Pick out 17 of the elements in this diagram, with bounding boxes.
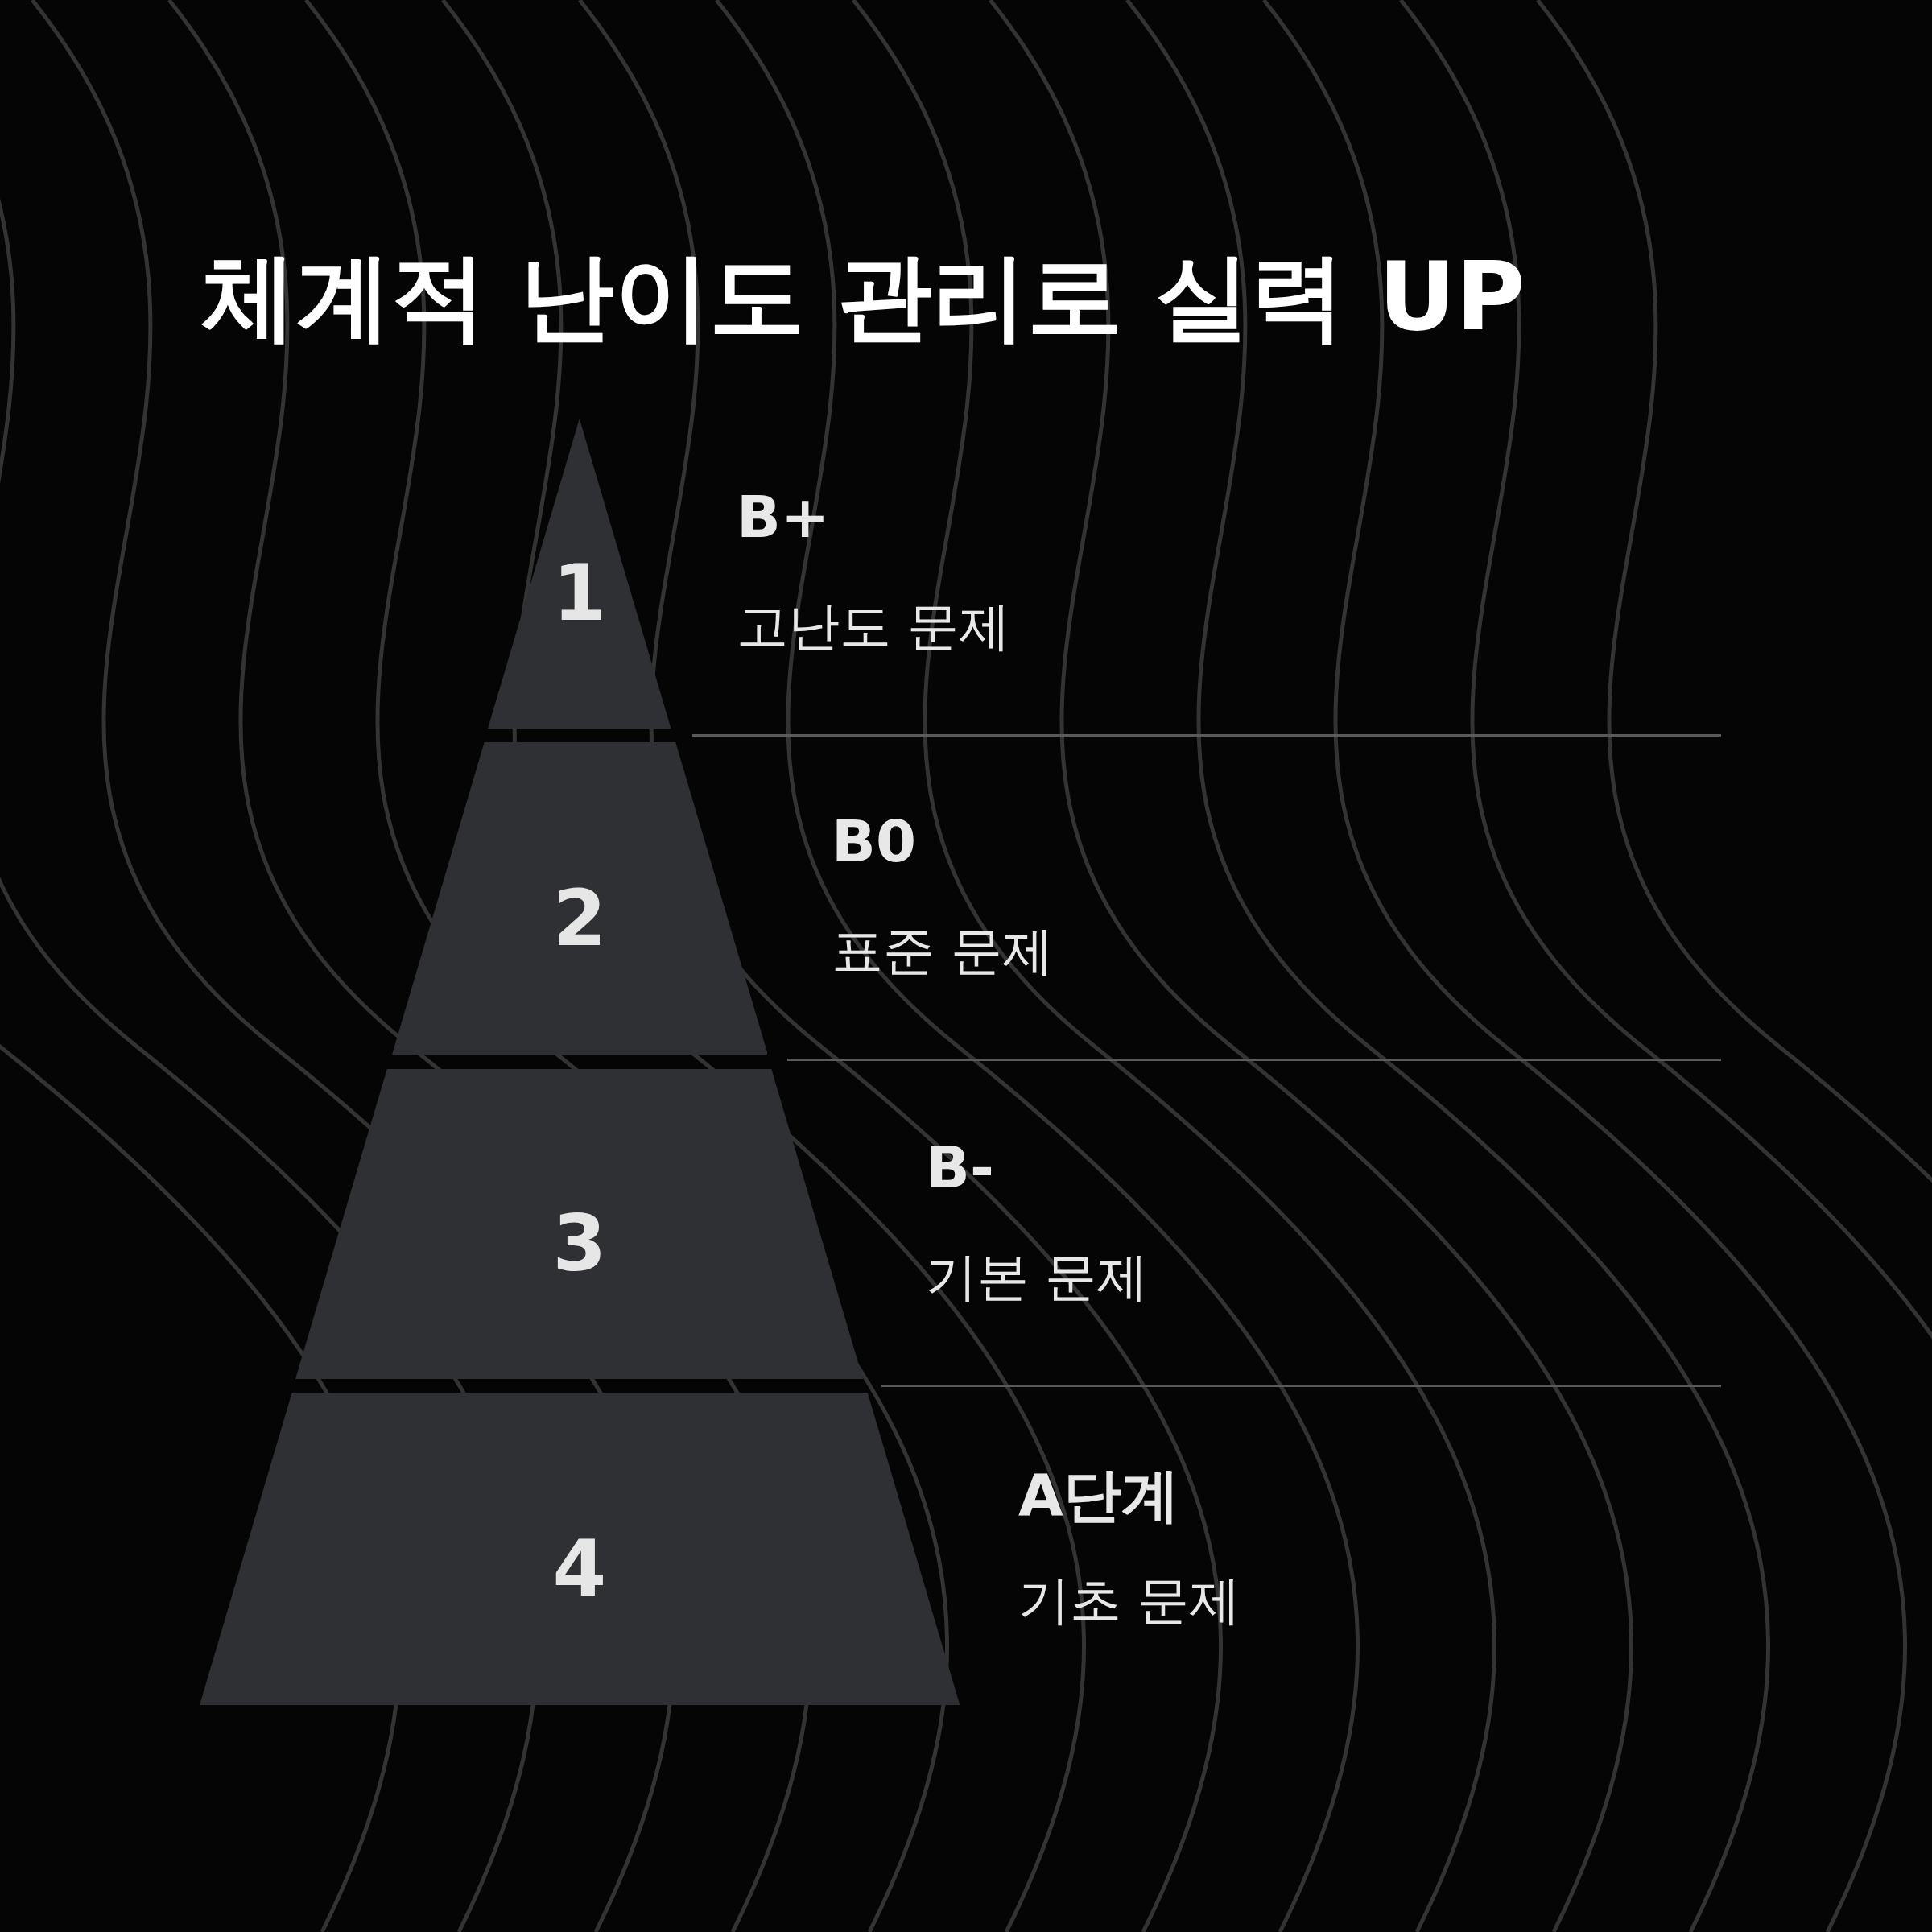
grade-label: B+ — [737, 483, 830, 551]
level-description: 고난도 문제 — [737, 596, 1011, 658]
grade-label: B0 — [832, 807, 916, 875]
level-description: 기초 문제 — [1018, 1570, 1241, 1632]
level-description: 기본 문제 — [926, 1246, 1149, 1308]
grade-label: B- — [926, 1133, 994, 1201]
grade-label: A단계 — [1018, 1460, 1179, 1530]
pyramid-tier — [488, 419, 671, 729]
title: 체계적 난이도 관리로 실력 UP — [201, 240, 1525, 353]
pyramid-tier — [295, 1069, 864, 1379]
level-description: 표준 문제 — [832, 920, 1055, 982]
pyramid-tier — [391, 742, 768, 1055]
tier-number: 3 — [551, 1199, 608, 1290]
tier-number: 4 — [551, 1524, 608, 1615]
pyramid-tier — [199, 1393, 960, 1705]
tier-number: 2 — [551, 873, 608, 964]
tier-number: 1 — [551, 548, 608, 639]
